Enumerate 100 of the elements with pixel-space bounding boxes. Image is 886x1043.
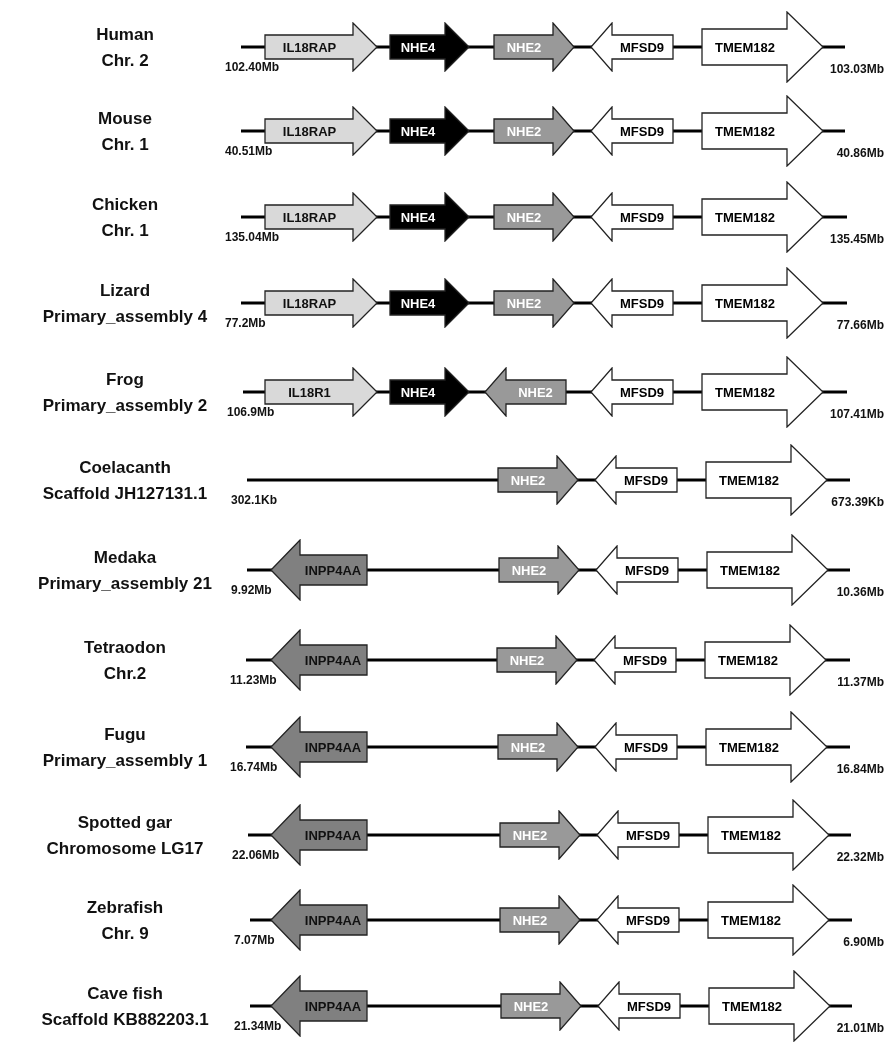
gene-label: TMEM182 xyxy=(717,651,779,670)
gene-label: INPP4AA xyxy=(303,911,363,930)
gene-label: TMEM182 xyxy=(720,826,782,845)
gene-symbol xyxy=(707,884,830,956)
gene-label: NHE2 xyxy=(509,471,547,490)
gene-label: NHE2 xyxy=(505,208,543,227)
gene-label: IL18RAP xyxy=(281,122,338,141)
gene-label: NHE4 xyxy=(399,383,437,402)
coordinate-label: 9.92Mb xyxy=(231,583,272,597)
coordinate-label: 11.23Mb xyxy=(230,673,277,687)
gene-label: NHE2 xyxy=(505,294,543,313)
gene-label: MFSD9 xyxy=(621,651,669,670)
gene-symbol xyxy=(498,545,580,595)
coordinate-label: 302.1Kb xyxy=(231,493,278,507)
coordinate-label: 673.39Kb xyxy=(831,495,884,509)
gene-symbol xyxy=(493,192,575,242)
species-name: Spotted gar xyxy=(76,813,174,833)
gene-label: INPP4AA xyxy=(303,738,363,757)
species-name: Fugu xyxy=(103,725,147,745)
gene-symbol xyxy=(706,534,829,606)
gene-label: INPP4AA xyxy=(303,561,363,580)
species-name: Mouse xyxy=(97,109,153,129)
gene-label: NHE2 xyxy=(505,122,543,141)
species-name: Medaka xyxy=(92,548,158,568)
coordinate-label: 22.06Mb xyxy=(232,848,280,862)
species-name: Frog xyxy=(105,370,145,390)
gene-symbol xyxy=(499,895,581,945)
gene-label: TMEM182 xyxy=(720,911,782,930)
coordinate-label: 102.40Mb xyxy=(225,60,280,74)
gene-label: MFSD9 xyxy=(618,208,666,227)
gene-symbol xyxy=(594,722,678,772)
gene-label: IL18RAP xyxy=(281,294,338,313)
coordinate-label: 21.01Mb xyxy=(836,1021,884,1035)
gene-symbol xyxy=(594,455,678,505)
gene-symbol xyxy=(590,192,674,242)
gene-symbol xyxy=(270,539,368,601)
coordinate-label: 106.9Mb xyxy=(227,405,275,419)
gene-label: NHE4 xyxy=(399,38,437,57)
gene-symbol xyxy=(499,810,581,860)
species-name: Human xyxy=(95,25,155,45)
gene-symbol xyxy=(597,981,681,1031)
gene-label: IL18RAP xyxy=(281,38,338,57)
coordinate-label: 16.84Mb xyxy=(836,762,884,776)
coordinate-label: 135.45Mb xyxy=(829,232,884,246)
gene-label: MFSD9 xyxy=(622,738,670,757)
gene-label: INPP4AA xyxy=(303,826,363,845)
gene-label: NHE2 xyxy=(517,383,554,402)
coordinate-label: 77.2Mb xyxy=(225,316,266,330)
coordinate-label: 77.66Mb xyxy=(836,318,884,332)
gene-label: NHE2 xyxy=(509,738,547,757)
gene-label: NHE2 xyxy=(511,826,549,845)
gene-label: MFSD9 xyxy=(623,561,671,580)
gene-symbol xyxy=(590,22,674,72)
coordinate-label: 11.37Mb xyxy=(837,675,884,689)
gene-symbol xyxy=(500,981,582,1031)
gene-symbol xyxy=(707,799,830,871)
gene-label: MFSD9 xyxy=(624,826,672,845)
gene-symbol xyxy=(496,635,578,685)
species-name: Coelacanth xyxy=(78,458,172,478)
coordinate-label: 103.03Mb xyxy=(829,62,884,76)
gene-symbol xyxy=(596,810,680,860)
gene-label: TMEM182 xyxy=(714,208,776,227)
gene-label: TMEM182 xyxy=(714,383,776,402)
gene-label: MFSD9 xyxy=(625,997,673,1016)
gene-label: NHE4 xyxy=(399,122,437,141)
gene-symbol xyxy=(590,278,674,328)
species-name: Zebrafish xyxy=(85,898,165,918)
gene-label: IL18RAP xyxy=(281,208,338,227)
coordinate-label: 7.07Mb xyxy=(234,933,275,947)
gene-symbol xyxy=(590,106,674,156)
gene-symbol xyxy=(708,970,831,1042)
gene-symbol xyxy=(705,444,828,516)
gene-label: TMEM182 xyxy=(714,294,776,313)
gene-symbol xyxy=(389,22,470,72)
gene-label: NHE2 xyxy=(505,38,543,57)
gene-label: NHE2 xyxy=(511,911,549,930)
gene-symbol xyxy=(264,278,378,328)
gene-label: TMEM182 xyxy=(718,471,780,490)
gene-symbol xyxy=(484,367,567,417)
gene-label: TMEM182 xyxy=(718,738,780,757)
gene-label: INPP4AA xyxy=(303,651,363,670)
coordinate-label: 10.36Mb xyxy=(836,585,884,599)
gene-symbol xyxy=(493,106,575,156)
gene-label: MFSD9 xyxy=(618,294,666,313)
gene-symbol xyxy=(389,192,470,242)
gene-label: TMEM182 xyxy=(714,38,776,57)
gene-label: TMEM182 xyxy=(719,561,781,580)
gene-label: TMEM182 xyxy=(714,122,776,141)
gene-symbol xyxy=(389,367,470,417)
gene-symbol xyxy=(701,11,824,83)
coordinate-label: 22.32Mb xyxy=(836,850,884,864)
gene-label: MFSD9 xyxy=(622,471,670,490)
gene-label: TMEM182 xyxy=(721,997,783,1016)
coordinate-label: 6.90Mb xyxy=(843,935,884,949)
gene-symbol xyxy=(493,22,575,72)
gene-symbol xyxy=(701,181,824,253)
gene-label: IL18R1 xyxy=(287,383,332,402)
gene-symbol xyxy=(595,545,679,595)
gene-symbol xyxy=(493,278,575,328)
gene-symbol xyxy=(701,95,824,167)
